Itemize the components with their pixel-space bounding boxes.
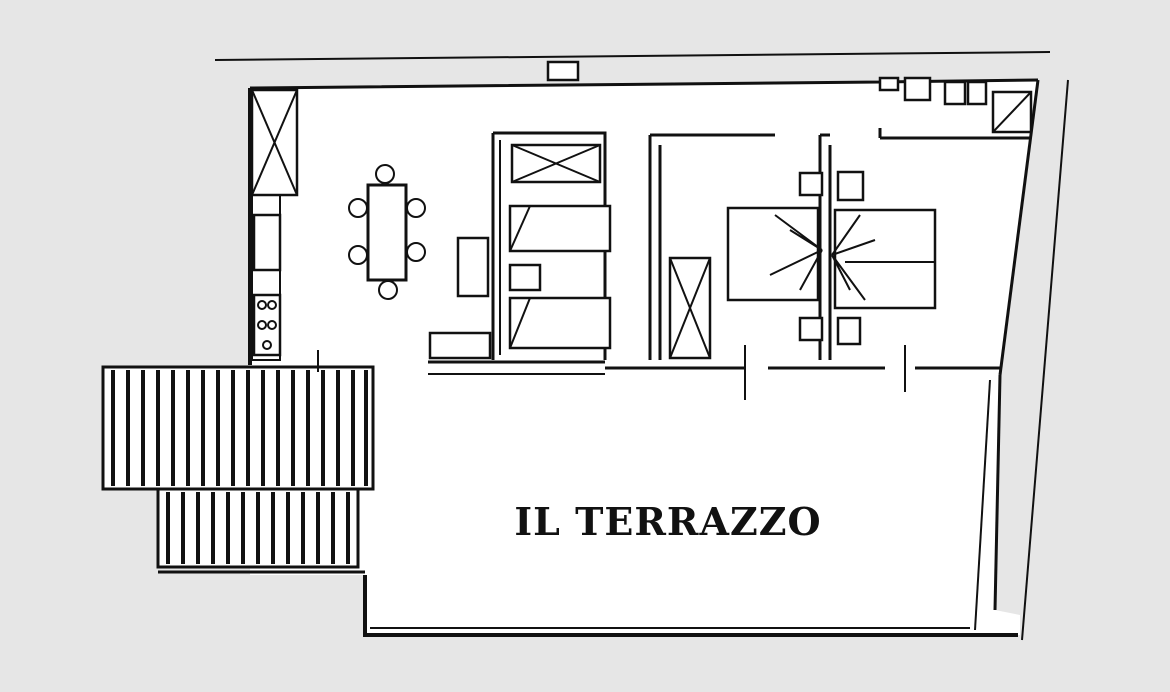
dining-table: [366, 183, 408, 282]
wall-bedroom1-left: [491, 131, 607, 360]
burner-3: [257, 320, 267, 330]
door-swing-2: [831, 214, 876, 301]
nightstand-1: [508, 263, 542, 292]
nightstand-2b: [798, 316, 824, 342]
wardrobe1-cross-2: [511, 144, 601, 183]
armchair: [456, 236, 490, 298]
flue: [546, 60, 580, 82]
toilet: [903, 76, 932, 102]
fridge-cross-2: [251, 89, 298, 196]
washbasin: [966, 80, 988, 106]
double-bed-1: [726, 206, 820, 302]
nightstand-2a: [798, 171, 824, 197]
bath-fixture-1: [878, 76, 900, 92]
double-bed-2: [833, 208, 937, 310]
door-swing-1: [769, 214, 823, 291]
burner-2: [267, 300, 277, 310]
chair-left-2: [348, 245, 368, 265]
pergola-upper-slats: [111, 370, 368, 486]
wardrobe2-cross-2: [669, 257, 711, 359]
burner-5: [262, 340, 272, 350]
wall-bathroom: [878, 128, 1030, 140]
pergola-lower-slats: [166, 492, 350, 564]
building-edge-top: [214, 51, 1051, 61]
burner-4: [267, 320, 277, 330]
terrace-right-wall: [993, 374, 1002, 611]
burner-1: [257, 300, 267, 310]
chair-top: [375, 164, 395, 184]
bed-single-2-pillow: [509, 297, 531, 349]
terrace-label: IL TERRAZZO: [514, 499, 821, 544]
chair-right-2: [406, 242, 426, 262]
cabinet: [428, 331, 492, 360]
terrace-right-wall-inner: [974, 379, 991, 631]
chair-left-1: [348, 198, 368, 218]
wall-bedroom2: [648, 133, 775, 360]
bidet: [943, 80, 967, 106]
nightstand-3a: [836, 170, 865, 202]
bed-single-1: [508, 204, 612, 253]
building-edge-right: [1021, 79, 1069, 641]
chair-right-1: [406, 198, 426, 218]
sink: [252, 213, 282, 272]
floor-area: [250, 80, 1038, 635]
wall-interior-bottom: [428, 360, 1000, 370]
bed-single-1-pillow: [509, 205, 531, 252]
chair-bottom: [378, 280, 398, 300]
bed-single-2: [508, 296, 612, 350]
nightstand-3b: [836, 316, 862, 346]
terrace-wall: [363, 575, 1018, 637]
pergola-upper: [101, 365, 375, 491]
shower-diagonal: [992, 91, 1032, 133]
